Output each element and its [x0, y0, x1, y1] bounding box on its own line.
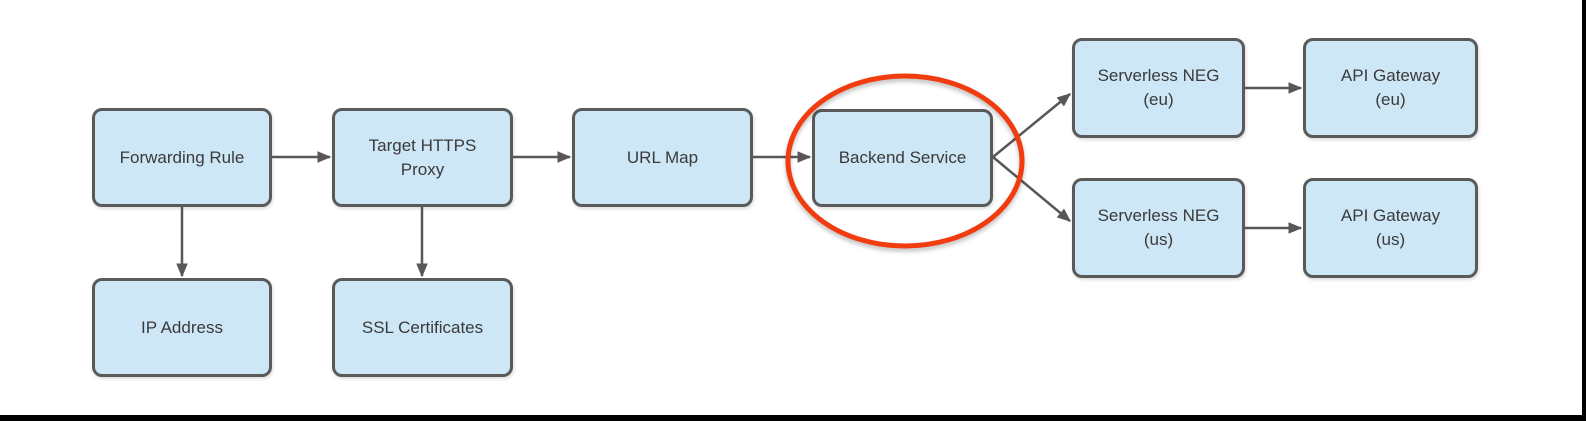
node-serverless-neg-us-label: Serverless NEG (us) [1097, 206, 1220, 249]
node-api-gateway-us-label: API Gateway (us) [1340, 206, 1441, 249]
right-border-line [1582, 0, 1586, 421]
node-target-https-proxy-label: Target HTTPS Proxy [368, 135, 477, 179]
node-ip-address: IP Address [92, 278, 272, 377]
node-serverless-neg-us: Serverless NEG (us) [1072, 178, 1245, 278]
node-url-map-label: URL Map [626, 147, 699, 167]
node-api-gateway-us: API Gateway (us) [1303, 178, 1478, 278]
node-api-gateway-eu-label: API Gateway (eu) [1340, 66, 1441, 109]
node-ssl-certificates: SSL Certificates [332, 278, 513, 377]
node-forwarding-rule-label: Forwarding Rule [119, 147, 245, 167]
node-forwarding-rule: Forwarding Rule [92, 108, 272, 207]
edge-backend-service-to-serverless-neg-eu [992, 93, 1070, 158]
node-api-gateway-eu: API Gateway (eu) [1303, 38, 1478, 138]
node-serverless-neg-eu-label: Serverless NEG (eu) [1097, 66, 1220, 109]
edge-backend-service-to-serverless-neg-us [992, 156, 1070, 222]
node-serverless-neg-eu: Serverless NEG (eu) [1072, 38, 1245, 138]
node-ssl-certificates-label: SSL Certificates [361, 317, 484, 337]
node-backend-service: Backend Service [812, 109, 993, 207]
bottom-border-line [0, 415, 1586, 421]
node-target-https-proxy: Target HTTPS Proxy [332, 108, 513, 207]
node-url-map: URL Map [572, 108, 753, 207]
node-backend-service-label: Backend Service [838, 148, 967, 168]
node-ip-address-label: IP Address [141, 317, 223, 337]
